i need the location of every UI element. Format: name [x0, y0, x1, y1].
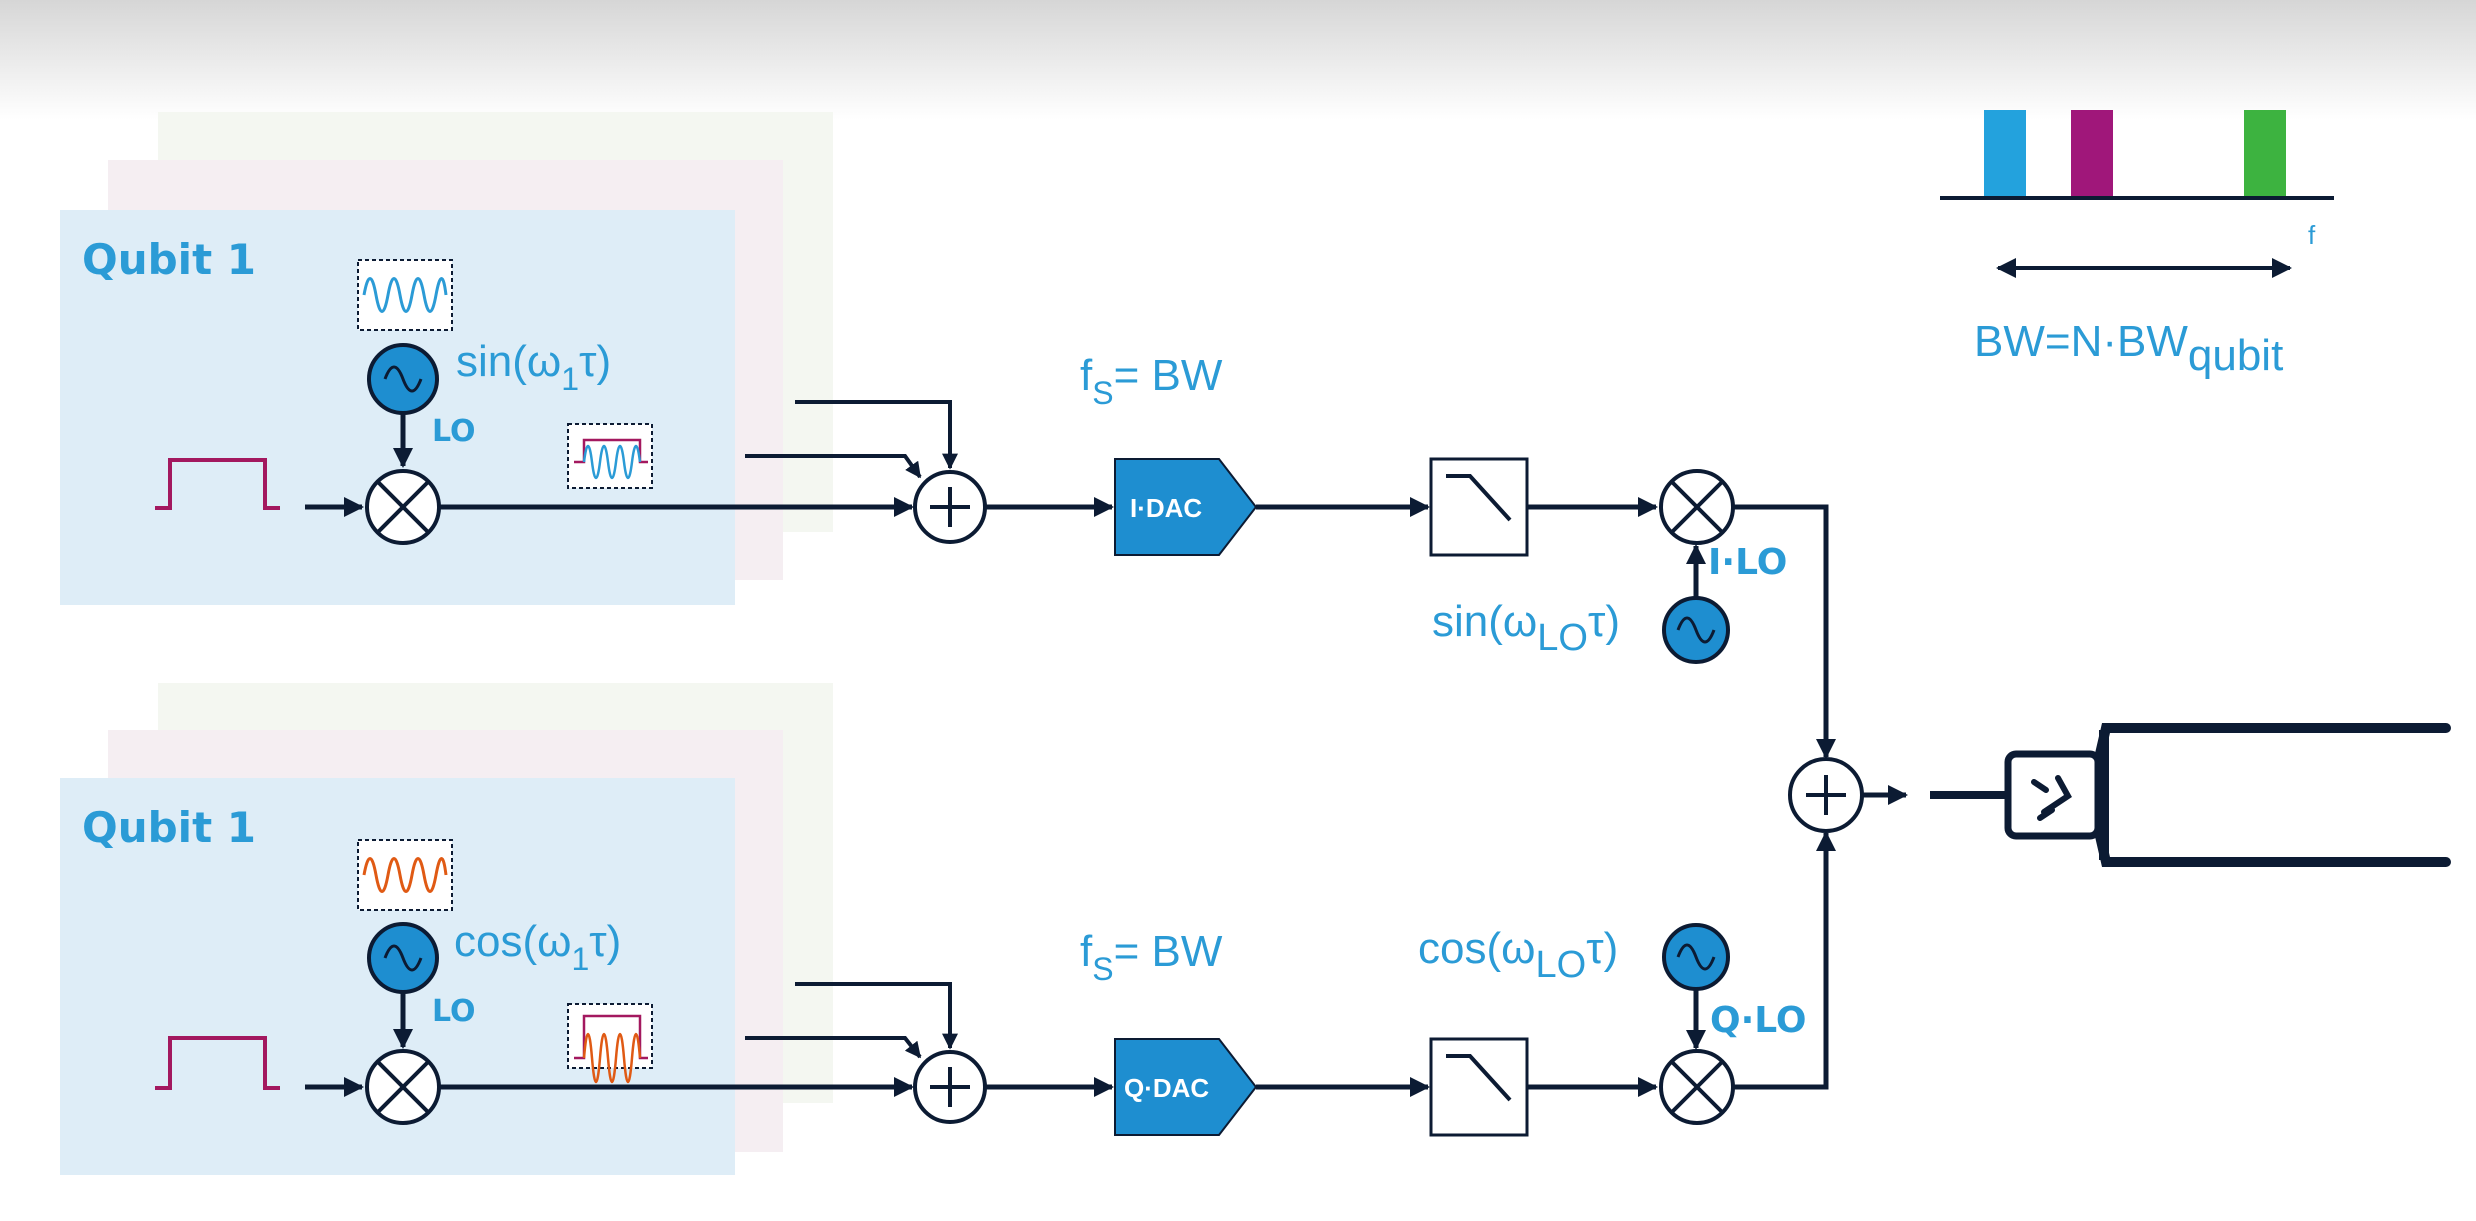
- output-cable-connector-icon: [1930, 723, 2451, 867]
- channel-summer: [913, 1050, 987, 1124]
- spectrum-bar-magenta: [2071, 110, 2113, 198]
- i-lo-expression: sin(ωLOτ): [1432, 597, 1620, 659]
- q-lo-expression: cos(ωLOτ): [1418, 924, 1618, 986]
- top-shade: [0, 0, 2476, 120]
- svg-text:I·DAC: I·DAC: [1130, 493, 1202, 523]
- baseband-mixer: [365, 1049, 441, 1125]
- spectrum-bar-green: [2244, 110, 2286, 198]
- bandwidth-expression: BW=N·BWqubit: [1974, 317, 2283, 380]
- qubit-2-feed-line: [745, 1036, 922, 1059]
- modulated-waveform-thumbnail: [567, 423, 653, 489]
- nco-oscillator-icon: [367, 343, 439, 415]
- baseband-mixer: [365, 469, 441, 545]
- nco-waveform-thumbnail: [357, 839, 453, 911]
- pulse-waveform: [155, 458, 280, 510]
- top-chain: Qubit 1 sin(ω1τ) LO: [60, 112, 1836, 759]
- nco-oscillator-icon: [367, 922, 439, 994]
- sample-rate-label: fS= BW: [1080, 927, 1223, 987]
- channel-summer: [913, 470, 987, 544]
- qubit-label: Qubit 1: [82, 235, 256, 284]
- qubit-n-feed-line: [795, 400, 958, 470]
- lo-label: LO: [432, 414, 476, 449]
- qubit-2-feed-line: [745, 454, 922, 479]
- nco-expression: cos(ω1τ): [454, 917, 621, 977]
- i-lo-label: I·LO: [1708, 542, 1787, 583]
- bottom-chain: Qubit 1 cos(ω1τ) LO: [60, 683, 1836, 1175]
- lo-label: LO: [432, 994, 476, 1029]
- q-dac-block: Q·DAC: [1114, 1038, 1258, 1136]
- q-lo-oscillator-icon: [1662, 923, 1730, 991]
- nco-waveform-thumbnail: [357, 259, 453, 331]
- iq-combiner: [1788, 757, 1864, 833]
- spectrum-axis-label: f: [2308, 220, 2316, 250]
- spectrum-bar-blue: [1984, 110, 2026, 198]
- q-upconversion-mixer: [1659, 1049, 1735, 1125]
- modulated-waveform-thumbnail: [567, 1003, 653, 1083]
- i-dac-block: I·DAC: [1114, 458, 1258, 556]
- sample-rate-label: fS= BW: [1080, 351, 1223, 411]
- i-lo-oscillator-icon: [1662, 596, 1730, 664]
- q-lo-label: Q·LO: [1710, 1000, 1807, 1041]
- lowpass-filter-block: [1429, 1037, 1529, 1137]
- spectrum-inset: f BW=N·BWqubit: [1940, 110, 2334, 380]
- qubit-label: Qubit 1: [82, 803, 256, 852]
- nco-expression: sin(ω1τ): [456, 337, 611, 397]
- lowpass-filter-block: [1429, 457, 1529, 557]
- qubit-n-feed-line: [795, 982, 958, 1050]
- svg-text:Q·DAC: Q·DAC: [1124, 1073, 1209, 1103]
- pulse-waveform: [155, 1036, 280, 1090]
- i-upconversion-mixer: [1659, 469, 1735, 545]
- q-path-to-combiner-line: [1733, 831, 1836, 1090]
- i-path-to-combiner-line: [1733, 504, 1836, 759]
